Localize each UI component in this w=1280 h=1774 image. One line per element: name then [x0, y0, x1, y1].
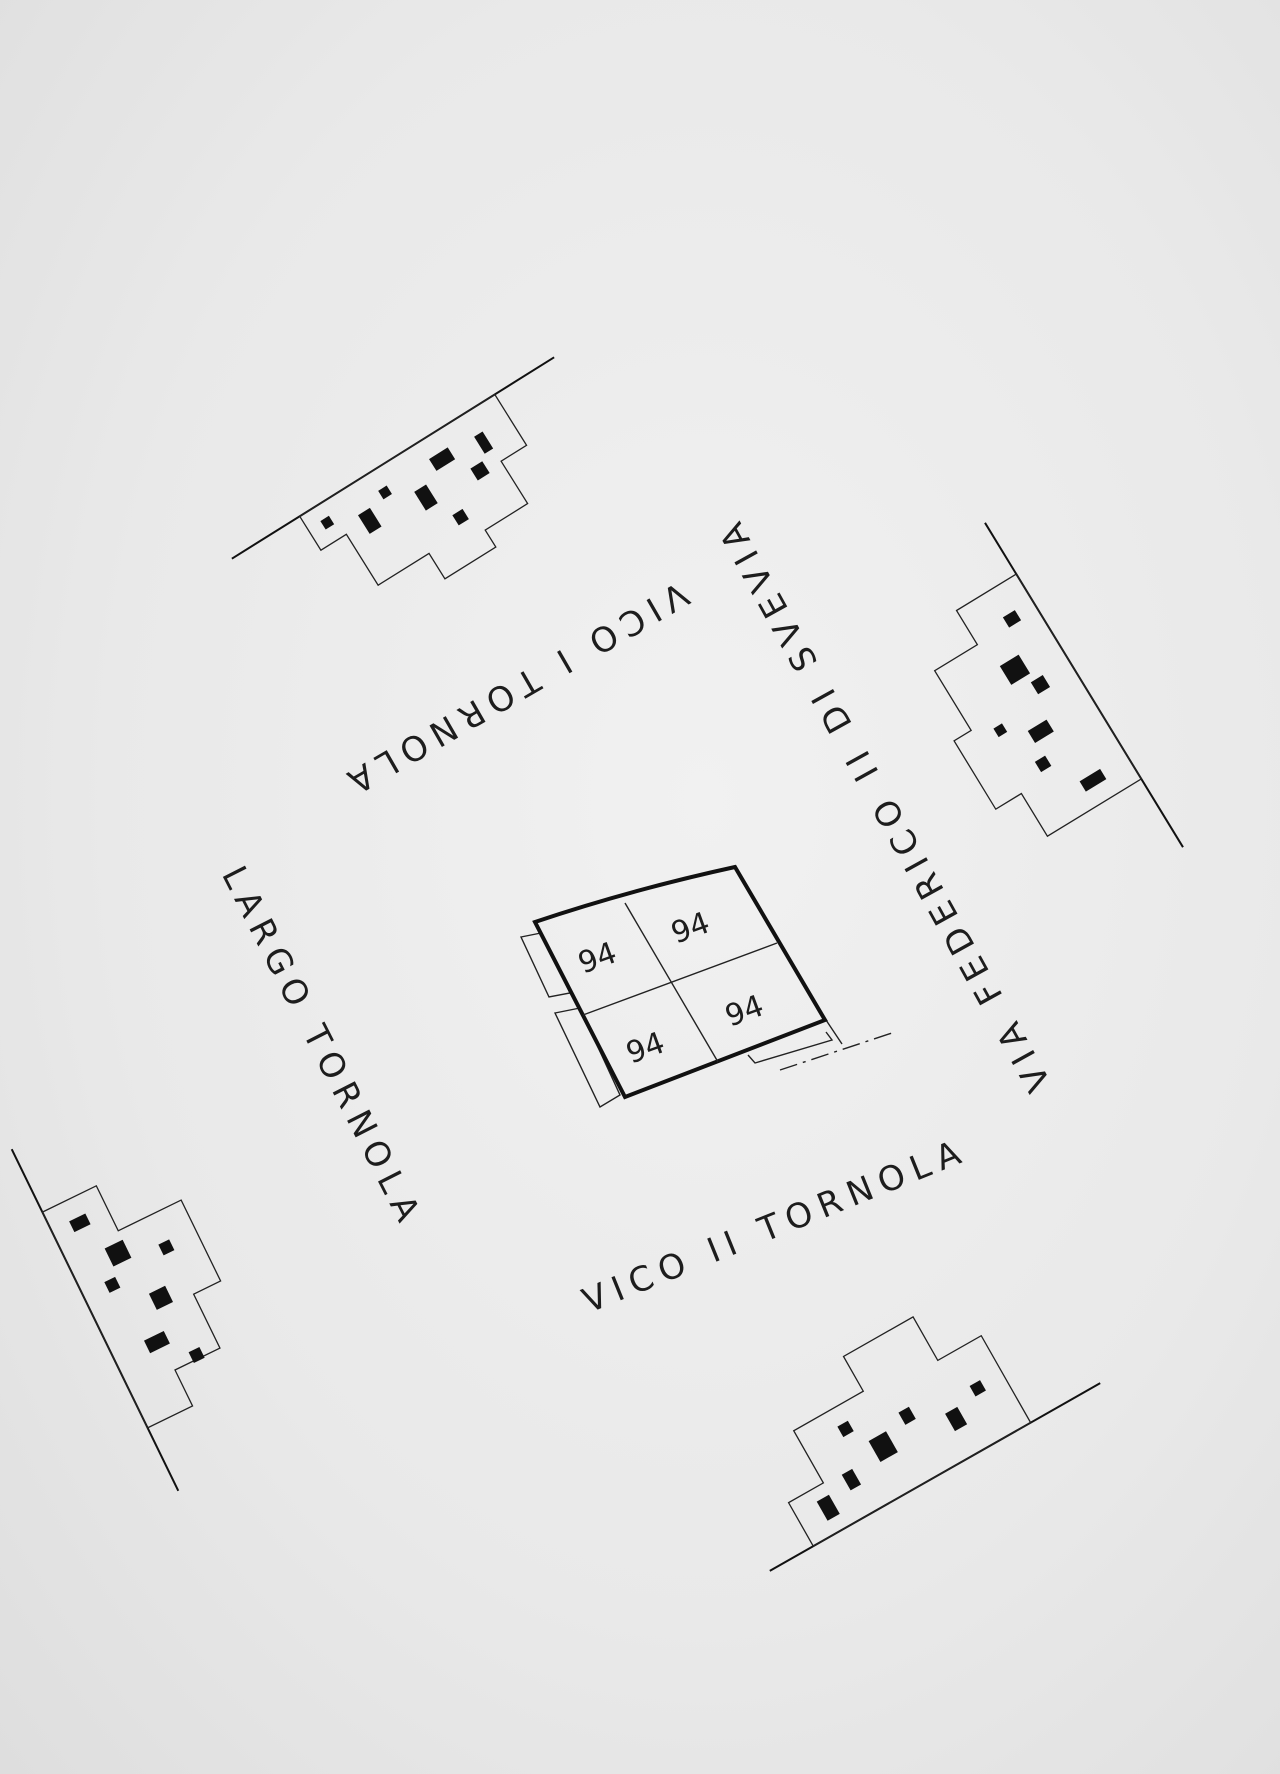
window: [158, 1239, 175, 1256]
window: [1034, 755, 1052, 773]
window: [841, 1468, 862, 1491]
property-boundary-line: [779, 1032, 893, 1071]
parcel-label: 94: [721, 988, 769, 1034]
window: [429, 447, 456, 471]
central-block: 94 94 94 94: [519, 864, 893, 1108]
street-label-vico-i-tornola: VICO I TORNOLA: [334, 573, 695, 805]
building-elevation-east: [933, 522, 1184, 848]
window: [104, 1276, 121, 1293]
street-label-vico-ii-tornola: VICO II TORNOLA: [577, 1130, 974, 1321]
parcel-label: 94: [574, 935, 622, 981]
building-elevation-south: [769, 1316, 1101, 1572]
window: [898, 1406, 916, 1425]
window: [1030, 675, 1051, 695]
window: [104, 1239, 132, 1267]
window: [414, 484, 438, 511]
window: [1002, 610, 1022, 628]
window: [358, 507, 382, 534]
window: [1079, 768, 1107, 792]
facade-outline: [787, 1316, 1032, 1548]
window: [188, 1346, 205, 1364]
block-annex-left-bottom: [553, 1007, 621, 1108]
window: [945, 1406, 968, 1432]
facade-outline: [298, 393, 529, 587]
window: [969, 1380, 986, 1397]
block-divider: [582, 942, 778, 1016]
window: [452, 508, 469, 526]
building-elevation-north: [231, 356, 555, 587]
window: [837, 1420, 854, 1438]
parcel-label: 94: [622, 1025, 670, 1071]
block-annex-bottom: [747, 1031, 834, 1064]
window: [69, 1213, 91, 1233]
parcel-label: 94: [667, 905, 715, 951]
window: [868, 1431, 898, 1462]
window: [148, 1285, 173, 1310]
window: [474, 431, 494, 454]
street-label-largo-tornola: LARGO TORNOLA: [213, 860, 431, 1235]
facade-outline: [933, 573, 1143, 838]
building-elevation-west: [10, 1148, 222, 1492]
window: [378, 485, 392, 500]
window: [999, 654, 1031, 685]
window: [1027, 719, 1054, 743]
window: [816, 1494, 840, 1521]
window: [993, 723, 1008, 738]
block-outline: [532, 864, 828, 1100]
facade-outline: [41, 1184, 222, 1429]
block-annex-edge: [825, 1019, 843, 1045]
window: [143, 1330, 170, 1354]
window: [320, 515, 335, 530]
window: [470, 461, 490, 481]
